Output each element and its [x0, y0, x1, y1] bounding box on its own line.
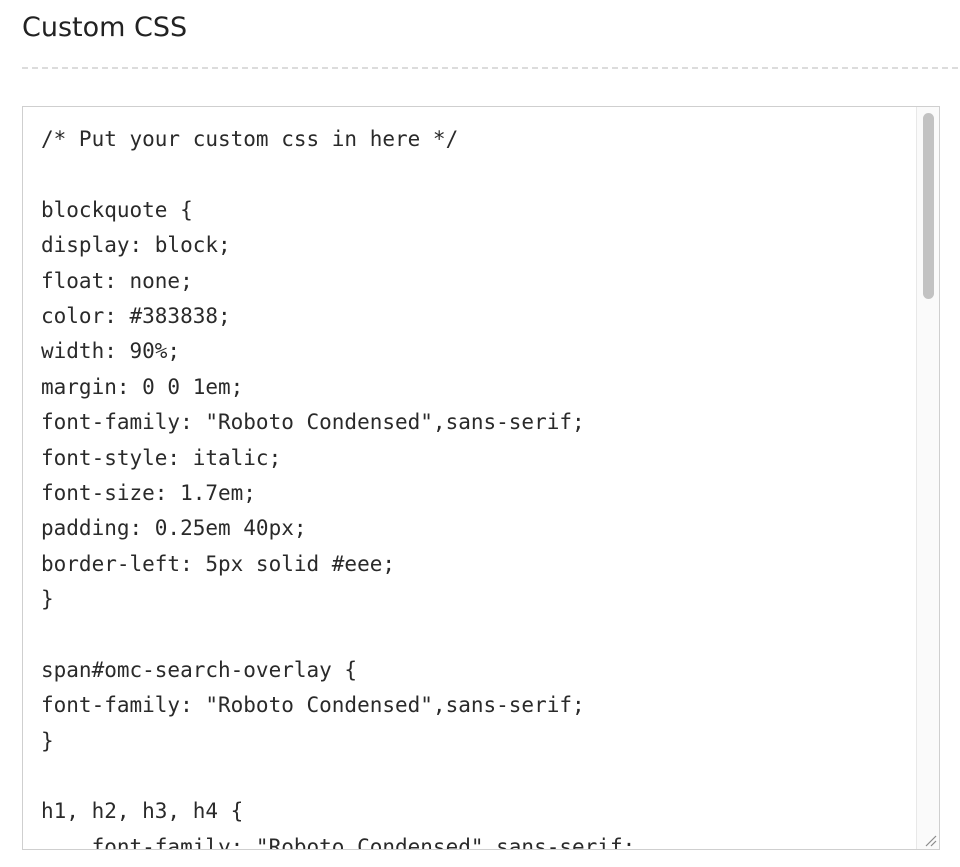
scrollbar-thumb[interactable]: [923, 113, 934, 299]
code-line: [41, 759, 921, 794]
code-line: float: none;: [41, 268, 193, 293]
section-title: Custom CSS: [22, 12, 188, 43]
title-divider: [22, 67, 958, 69]
code-line: border-left: 5px solid #eee;: [41, 551, 396, 576]
resize-grip-icon[interactable]: [923, 833, 937, 847]
code-line: [41, 157, 921, 192]
code-line: [41, 617, 921, 652]
code-line: font-family: "Roboto Condensed",sans-ser…: [41, 834, 636, 850]
code-line: font-size: 1.7em;: [41, 480, 256, 505]
code-line: /* Put your custom css in here */: [41, 127, 459, 151]
code-line: font-style: italic;: [41, 445, 282, 470]
code-line: }: [41, 587, 54, 612]
code-line: font-family: "Roboto Condensed",sans-ser…: [41, 693, 585, 718]
vertical-scrollbar[interactable]: [916, 107, 939, 849]
code-line: margin: 0 0 1em;: [41, 374, 244, 399]
code-line: font-family: "Roboto Condensed",sans-ser…: [41, 410, 585, 435]
code-line: width: 90%;: [41, 339, 181, 364]
code-line: h1, h2, h3, h4 {: [41, 799, 244, 824]
custom-css-editor[interactable]: /* Put your custom css in here */ blockqu…: [22, 106, 940, 850]
code-content[interactable]: /* Put your custom css in here */ blockqu…: [41, 122, 921, 850]
code-line: padding: 0.25em 40px;: [41, 516, 307, 541]
code-line: blockquote {: [41, 197, 193, 222]
code-line: span#omc-search-overlay {: [41, 657, 358, 682]
code-line: color: #383838;: [41, 303, 231, 328]
code-line: }: [41, 728, 54, 753]
code-line: display: block;: [41, 233, 231, 258]
